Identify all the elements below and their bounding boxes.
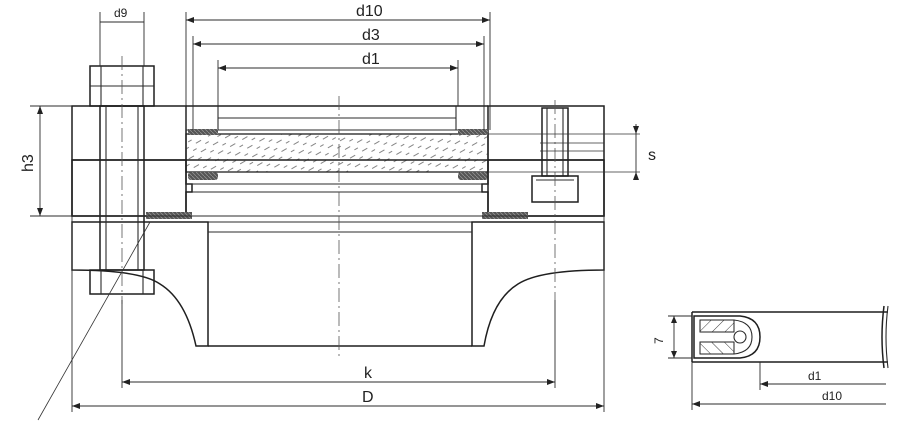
gasket-bottom-left	[188, 172, 218, 180]
gasket-top-right	[458, 129, 488, 135]
detail-d10-label: d10	[822, 389, 842, 403]
seat-flange-right	[487, 159, 605, 217]
gasket-bottom-right	[458, 172, 488, 180]
cover-flange-left	[72, 106, 222, 130]
gasket-top-left	[188, 129, 218, 135]
dim-d9-label: d9	[114, 6, 128, 20]
seat-flange-left	[71, 159, 187, 217]
detail-d1-label: d1	[808, 369, 822, 383]
weld-neck-flange-left	[71, 221, 209, 347]
seal-detail: 7 d1 d10	[652, 305, 889, 410]
cover-flange-right-body	[481, 105, 605, 217]
dim-s-label: s	[648, 147, 656, 164]
dim-d3-label: d3	[362, 27, 380, 44]
dimensions: d9 d10 d3 d1 h3 s	[20, 3, 656, 412]
seal-profile	[693, 315, 761, 359]
cap-screw-right	[531, 100, 579, 300]
dim-k-label: k	[364, 365, 373, 382]
dim-d10-label: d10	[356, 3, 383, 20]
dim-d1-label: d1	[362, 51, 380, 68]
dim-h3-label: h3	[20, 154, 37, 172]
seal-height-label: 7	[652, 337, 666, 344]
dim-D-label: D	[362, 389, 374, 406]
flange-assembly	[37, 56, 640, 421]
cover-flange-left-body	[71, 105, 193, 217]
sight-glass	[185, 133, 489, 173]
weld-neck-flange-right	[471, 221, 605, 347]
leader-line	[37, 221, 151, 421]
bolt-left	[89, 56, 155, 304]
